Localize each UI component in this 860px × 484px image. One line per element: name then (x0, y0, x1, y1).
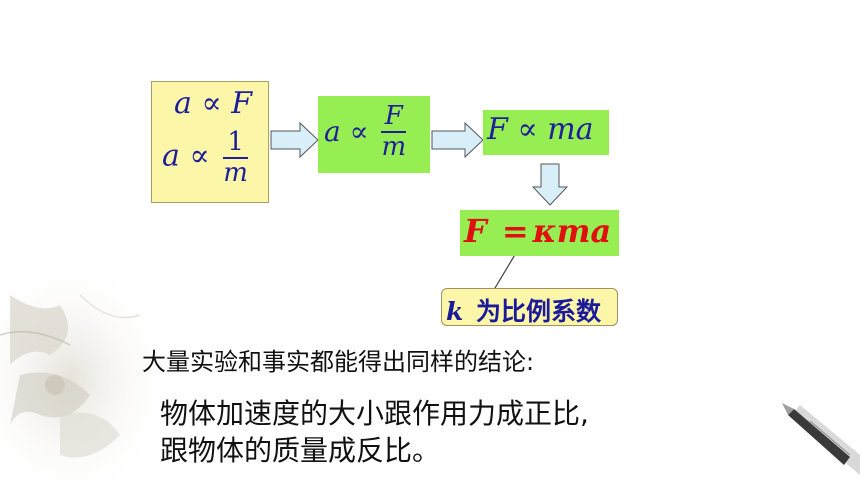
proportion-box-yellow: a ∝ F a ∝ 1 m (151, 81, 269, 203)
pen-decoration-image (782, 403, 860, 475)
formula-a-prop-F-over-m: a ∝ F m (324, 101, 407, 162)
conclusion-line-1: 物体加速度的大小跟作用力成正比, (160, 397, 589, 430)
fraction-numerator: F (381, 102, 407, 133)
conclusion-intro-text: 大量实验和事实都能得出同样的结论: (142, 348, 535, 376)
fraction-denominator: m (223, 157, 248, 188)
arrow-right-2 (431, 122, 484, 158)
equation-box-green: F =κma (460, 210, 619, 256)
proportion-box-green-2: F ∝ ma (483, 110, 609, 155)
conclusion-line-2: 跟物体的质量成反比。 (160, 434, 441, 467)
arrow-right-1 (270, 122, 319, 158)
formula-F-equals-kma: F =κma (464, 212, 612, 250)
fraction-denominator: m (381, 131, 407, 162)
coefficient-label-box: k 为比例系数 (441, 288, 618, 326)
formula-a-prop-F: a ∝ F (174, 86, 253, 121)
arrow-down (532, 163, 568, 206)
proportion-box-green-1: a ∝ F m (318, 96, 430, 173)
coefficient-label-text: k 为比例系数 (446, 297, 602, 326)
formula-F-prop-ma: F ∝ ma (487, 112, 594, 147)
fraction-numerator: 1 (223, 128, 248, 159)
formula-a-prop-1-over-m: a ∝ 1 m (162, 127, 248, 188)
flower-decoration-image (0, 275, 175, 484)
